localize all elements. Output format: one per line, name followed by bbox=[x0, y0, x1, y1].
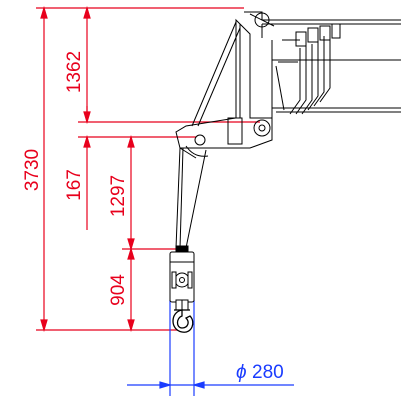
arrow-167-bottom bbox=[83, 134, 91, 148]
boom-head-plate bbox=[175, 18, 273, 149]
diameter-value: 280 bbox=[252, 362, 284, 383]
arrow-1362-top bbox=[83, 5, 91, 19]
dim-upper-section: 1362 bbox=[64, 51, 85, 93]
arrow-3730-bottom bbox=[40, 319, 48, 333]
arrow-3730-top bbox=[40, 5, 48, 19]
diameter-arrow-left bbox=[159, 381, 173, 389]
hook-icon bbox=[172, 309, 194, 333]
dim-total-height: 3730 bbox=[22, 149, 43, 191]
boom-top-edge bbox=[244, 11, 401, 21]
dimension-lines bbox=[36, 5, 260, 333]
arrow-904-bottom bbox=[127, 319, 135, 333]
hoist-ropes bbox=[175, 147, 207, 249]
arrow-1297-top bbox=[127, 134, 135, 148]
crane-boom-tip bbox=[175, 11, 401, 159]
dim-sheave-offset: 167 bbox=[64, 169, 85, 201]
dim-rope-length: 1297 bbox=[108, 175, 129, 217]
rope-sheave bbox=[194, 134, 206, 146]
diameter-arrow-right bbox=[191, 381, 205, 389]
diameter-symbol: ϕ bbox=[236, 362, 247, 383]
top-sheave bbox=[254, 12, 270, 28]
dim-hook-block: 904 bbox=[108, 274, 129, 306]
boom-pivot-pin bbox=[253, 119, 271, 137]
hook-block bbox=[169, 245, 195, 311]
arrow-904-top bbox=[127, 246, 135, 260]
arrow-1362-bottom bbox=[83, 111, 91, 125]
arrow-1297-bottom bbox=[127, 238, 135, 252]
diameter-dimension bbox=[127, 300, 294, 396]
